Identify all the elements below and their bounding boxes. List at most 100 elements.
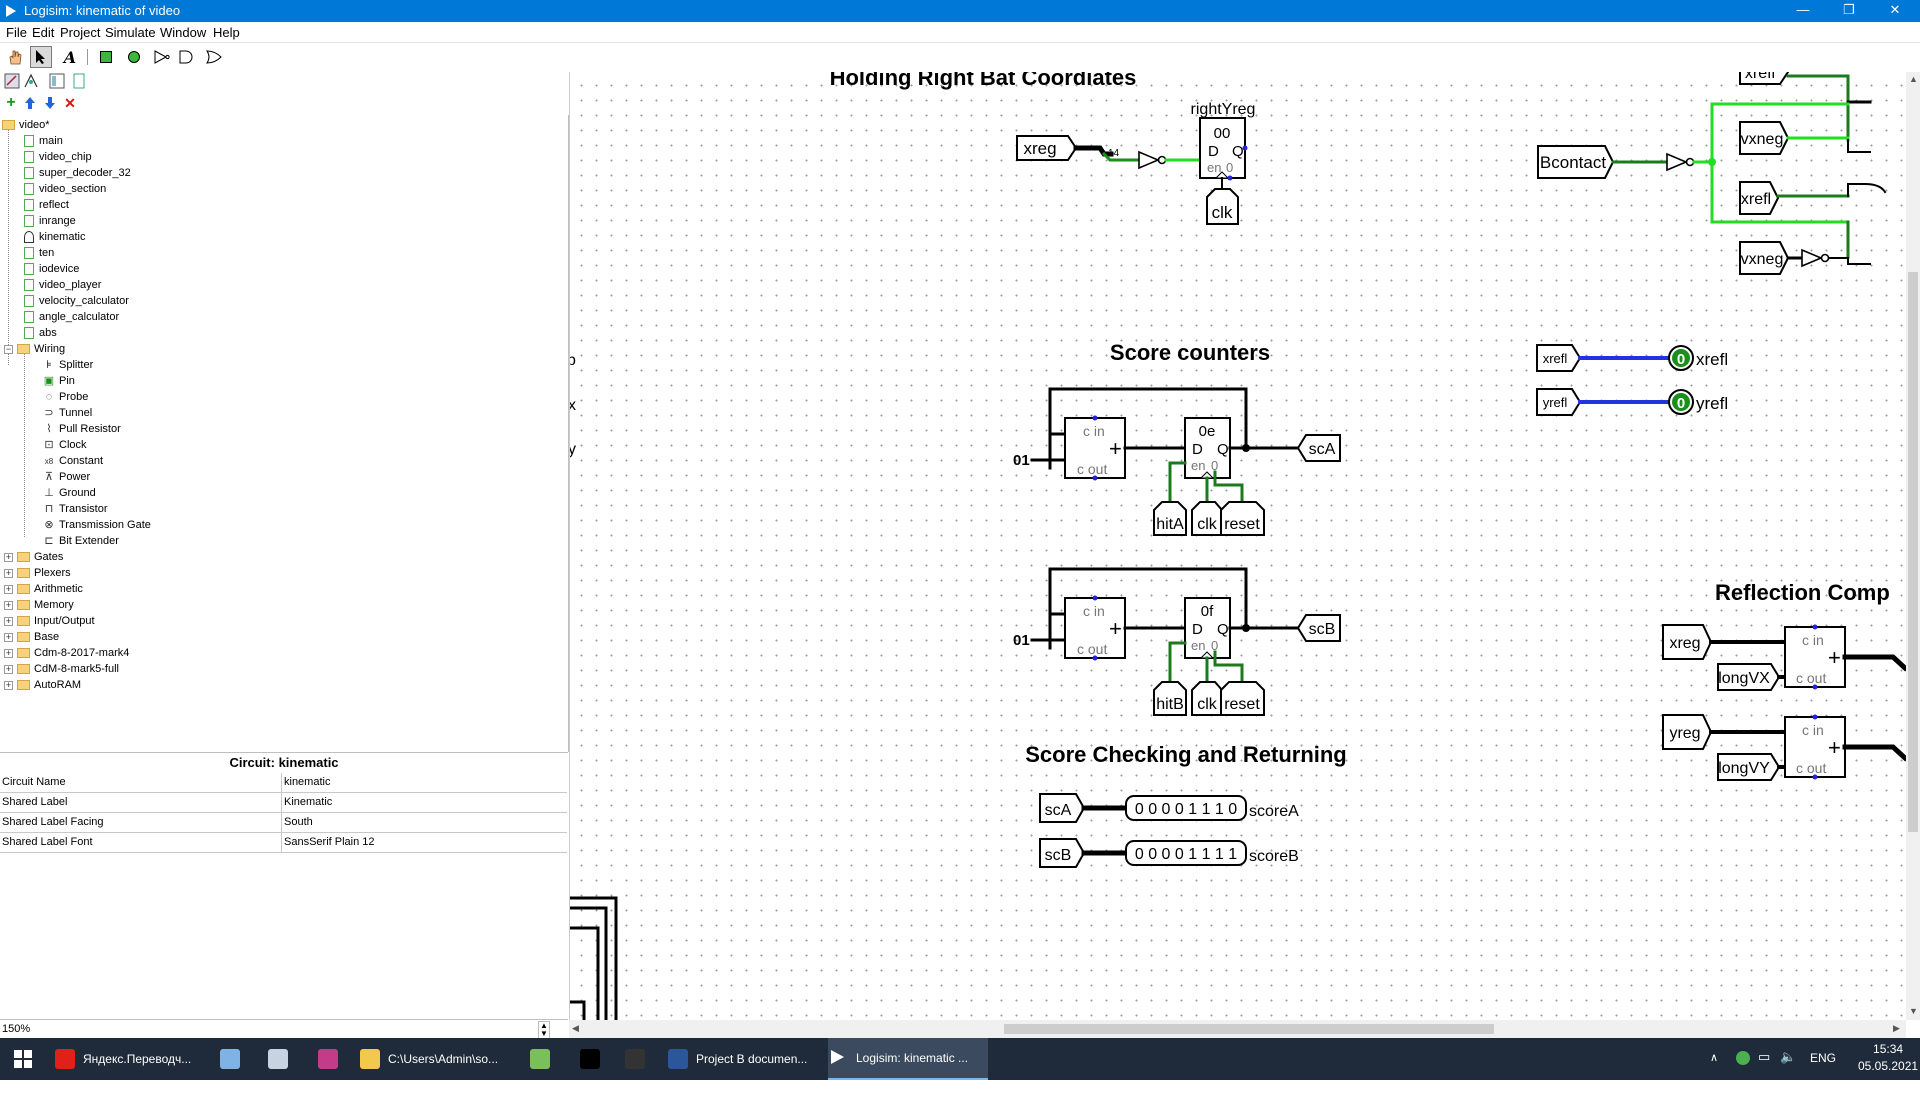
not-gate-vxneg[interactable] xyxy=(1801,248,1830,268)
tree-circuit-reflect[interactable]: reflect xyxy=(24,197,69,213)
menu-help[interactable]: Help xyxy=(213,25,240,40)
expand-icon[interactable]: + xyxy=(4,599,13,610)
tunnel-scA[interactable]: scA xyxy=(1296,434,1341,462)
volume-icon[interactable]: 🔈 xyxy=(1780,1049,1797,1064)
not-gate-icon[interactable] xyxy=(151,46,173,68)
tree-project[interactable]: video* xyxy=(2,117,50,133)
tree-circuit-inrange[interactable]: inrange xyxy=(24,213,76,229)
vertical-scroll-thumb[interactable] xyxy=(1908,272,1918,832)
scroll-left-icon[interactable]: ◀ xyxy=(572,1023,579,1033)
expand-icon[interactable]: + xyxy=(4,551,13,562)
adder-a[interactable]: c in + c out xyxy=(1064,417,1126,479)
tree-circuit-video-player[interactable]: video_player xyxy=(24,277,101,293)
menu-file[interactable]: File xyxy=(6,25,27,40)
tree-wiring-transistor[interactable]: ⊓Transistor xyxy=(42,501,108,517)
menu-simulate[interactable]: Simulate xyxy=(105,25,156,40)
expand-icon[interactable]: + xyxy=(4,647,13,658)
tree-circuit-ten[interactable]: ten xyxy=(24,245,54,261)
minimize-button[interactable]: — xyxy=(1796,2,1810,17)
probe-scoreB[interactable]: 0 0 0 0 1 1 1 1 xyxy=(1125,840,1247,866)
adder-x[interactable]: c in + c out xyxy=(1784,626,1846,688)
tree-wiring-pin[interactable]: ▣Pin xyxy=(43,375,75,387)
scroll-down-icon[interactable]: ▼ xyxy=(1909,1006,1918,1016)
simulation-tree-icon[interactable] xyxy=(68,70,90,92)
not-gate-bcontact[interactable] xyxy=(1666,152,1695,172)
adder-b[interactable]: c in + c out xyxy=(1064,597,1126,659)
tree-library-plexers[interactable]: +Plexers xyxy=(4,567,71,579)
tree-wiring-splitter[interactable]: ⊧Splitter xyxy=(42,357,93,373)
tree-folder-wiring[interactable]: −Wiring xyxy=(4,343,66,355)
tree-wiring-pull-resistor[interactable]: ⌇Pull Resistor xyxy=(42,421,120,437)
tree-circuit-video-chip[interactable]: video_chip xyxy=(24,149,92,165)
taskbar-app-2[interactable] xyxy=(268,1038,298,1080)
tree-circuit-kinematic[interactable]: kinematic xyxy=(24,229,85,245)
not-gate[interactable] xyxy=(1138,150,1167,170)
taskbar-app-1[interactable] xyxy=(220,1038,250,1080)
expand-icon[interactable]: + xyxy=(4,615,13,626)
language-indicator[interactable]: ENG xyxy=(1810,1051,1837,1065)
register-score-a[interactable]: 0e D Q en 0 xyxy=(1184,417,1231,479)
move-up-icon[interactable] xyxy=(19,92,41,114)
tree-library-cdm-8-2017-mark4[interactable]: +Cdm-8-2017-mark4 xyxy=(4,647,130,659)
tunnel-clk[interactable]: clk xyxy=(1206,188,1239,225)
tunnel-yrefl-probe[interactable]: yrefl xyxy=(1536,388,1582,416)
and-gate-icon[interactable] xyxy=(176,46,198,68)
tray-chevron-icon[interactable]: ∧ xyxy=(1710,1052,1719,1064)
tree-library-cdm-8-mark5-full[interactable]: +CdM-8-mark5-full xyxy=(4,663,119,675)
tray-app-icon[interactable] xyxy=(1736,1051,1750,1065)
tree-library-input-output[interactable]: +Input/Output xyxy=(4,615,95,627)
input-pin-icon[interactable] xyxy=(95,46,117,68)
edit-appearance-icon[interactable] xyxy=(20,70,42,92)
menu-window[interactable]: Window xyxy=(160,25,207,40)
output-pin-icon[interactable] xyxy=(123,46,145,68)
expand-icon[interactable]: + xyxy=(4,631,13,642)
tunnel-scB-check[interactable]: scB xyxy=(1039,838,1086,868)
horizontal-scrollbar[interactable]: ◀ ▶ xyxy=(569,1020,1906,1038)
network-icon[interactable]: ▭ xyxy=(1758,1049,1771,1064)
tunnel-vxneg-1[interactable]: vxneg xyxy=(1739,121,1790,155)
menu-project[interactable]: Project xyxy=(60,25,101,40)
tree-wiring-power[interactable]: ⊼Power xyxy=(42,469,90,485)
restore-button[interactable]: ❐ xyxy=(1843,2,1855,17)
tunnel-scA-check[interactable]: scA xyxy=(1039,793,1086,823)
tree-circuit-angle-calculator[interactable]: angle_calculator xyxy=(24,309,119,325)
taskbar-app-6[interactable] xyxy=(580,1038,610,1080)
tree-circuit-main[interactable]: main xyxy=(24,133,63,149)
scroll-up-icon[interactable]: ▲ xyxy=(1909,74,1918,84)
taskbar-app-5[interactable] xyxy=(530,1038,560,1080)
tunnel-clk-a[interactable]: clk xyxy=(1191,501,1223,536)
probe-scoreA[interactable]: 0 0 0 0 1 1 1 0 xyxy=(1125,795,1247,821)
tree-wiring-clock[interactable]: ⊡Clock xyxy=(42,437,86,453)
tunnel-xrefl-probe[interactable]: xrefl xyxy=(1536,344,1582,372)
tunnel-longVY[interactable]: longVY xyxy=(1717,753,1781,781)
tunnel-hitA[interactable]: hitA xyxy=(1153,501,1187,536)
tunnel-longVX[interactable]: longVX xyxy=(1717,663,1781,691)
tunnel-hitB[interactable]: hitB xyxy=(1153,681,1187,716)
output-probe-yrefl[interactable]: 0 xyxy=(1668,389,1694,415)
tree-circuit-abs[interactable]: abs xyxy=(24,325,57,341)
menu-edit[interactable]: Edit xyxy=(32,25,55,40)
expand-icon[interactable]: + xyxy=(4,663,13,674)
expand-icon[interactable]: + xyxy=(4,679,13,690)
expand-icon[interactable]: + xyxy=(4,583,13,594)
tree-circuit-iodevice[interactable]: iodevice xyxy=(24,261,79,277)
poke-tool-icon[interactable] xyxy=(4,46,26,68)
tree-wiring-bit-extender[interactable]: ⊏Bit Extender xyxy=(42,533,119,549)
output-probe-xrefl[interactable]: 0 xyxy=(1668,345,1694,371)
tree-circuit-velocity-calculator[interactable]: velocity_calculator xyxy=(24,293,129,309)
move-down-icon[interactable] xyxy=(39,92,61,114)
tree-library-memory[interactable]: +Memory xyxy=(4,599,74,611)
taskbar-app-8[interactable]: Project B documen... xyxy=(668,1038,823,1080)
tree-library-arithmetic[interactable]: +Arithmetic xyxy=(4,583,83,595)
text-tool-icon[interactable]: A xyxy=(63,47,77,67)
register-rightYreg[interactable]: 00 D Q en 0 xyxy=(1199,117,1246,179)
tree-circuit-super-decoder-32[interactable]: super_decoder_32 xyxy=(24,165,131,181)
zoom-control[interactable]: 150% ▲▼ xyxy=(0,1019,568,1039)
clock[interactable]: 15:34 05.05.2021 xyxy=(1858,1042,1918,1084)
select-tool-icon[interactable] xyxy=(30,46,52,68)
tunnel-clk-b[interactable]: clk xyxy=(1191,681,1223,716)
